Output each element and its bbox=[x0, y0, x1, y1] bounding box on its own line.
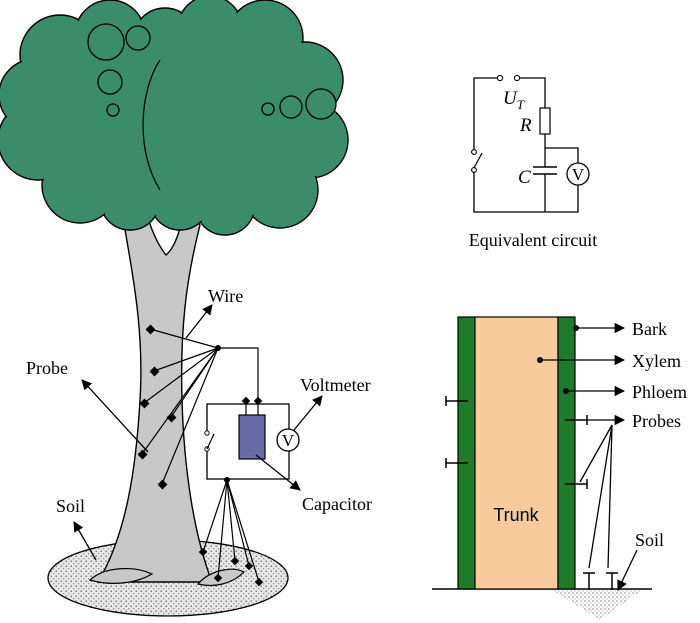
probe-marker bbox=[137, 449, 148, 460]
tree-trunk bbox=[96, 209, 214, 583]
probe-arrow bbox=[81, 379, 149, 453]
switch-lever bbox=[206, 433, 215, 450]
probes-line bbox=[579, 424, 613, 483]
wire-junction bbox=[215, 345, 221, 351]
root-left bbox=[88, 568, 154, 584]
wire-label: Wire bbox=[208, 286, 243, 306]
foliage-highlights bbox=[87, 23, 337, 120]
soil-probes-section bbox=[583, 572, 618, 590]
resistor-label: R bbox=[519, 115, 532, 136]
probe-marker bbox=[149, 366, 160, 377]
left-probes bbox=[445, 396, 468, 468]
switch-contact bbox=[471, 167, 477, 173]
crown-divider bbox=[142, 59, 161, 191]
probe-marker bbox=[166, 412, 177, 423]
capacitor-block[interactable] bbox=[238, 414, 266, 460]
probe-marker bbox=[157, 479, 168, 490]
ut-label: UT bbox=[503, 88, 525, 112]
probes-line bbox=[607, 424, 613, 569]
switch-lever bbox=[473, 152, 483, 169]
tree-diagram: V Wire Probe Voltmeter Capacitor Soil bbox=[0, 0, 372, 617]
switch-contact bbox=[204, 430, 210, 436]
circuit-caption: Equivalent circuit bbox=[469, 230, 597, 250]
trunk-probes bbox=[137, 324, 177, 490]
phloem-label: Phloem bbox=[632, 382, 687, 402]
section-soil-label: Soil bbox=[635, 530, 664, 550]
phloem-left bbox=[457, 316, 476, 590]
circuit-voltmeter-symbol: V bbox=[572, 165, 585, 184]
cross-section: Trunk bbox=[432, 316, 687, 620]
probe-label: Probe bbox=[26, 358, 68, 378]
probes-line bbox=[588, 424, 613, 569]
capacitor-arrow bbox=[255, 454, 301, 491]
trunk-label: Trunk bbox=[493, 505, 539, 525]
equivalent-circuit: V UT R C Equivalent circuit bbox=[469, 74, 597, 250]
voltmeter-arrow bbox=[293, 395, 323, 431]
probes-label: Probes bbox=[632, 411, 681, 431]
resistor bbox=[539, 107, 551, 135]
terminal bbox=[496, 74, 504, 82]
xylem-label: Xylem bbox=[632, 351, 681, 371]
soil-wires bbox=[202, 479, 260, 583]
bark-label: Bark bbox=[632, 319, 667, 339]
voltmeter-label: Voltmeter bbox=[300, 375, 371, 395]
terminal bbox=[513, 74, 521, 82]
switch-gap bbox=[204, 432, 210, 450]
xylem-core bbox=[474, 316, 559, 590]
capacitor-label-circuit: C bbox=[518, 167, 531, 188]
section-soil-arrow bbox=[617, 549, 638, 591]
voltmeter-dial[interactable] bbox=[276, 428, 300, 452]
switch-contact bbox=[471, 149, 477, 155]
soil-arrow bbox=[73, 521, 97, 561]
probe-marker bbox=[254, 577, 264, 587]
phloem-right bbox=[557, 316, 576, 590]
soil-label: Soil bbox=[56, 496, 85, 516]
capacitor-label: Capacitor bbox=[302, 494, 372, 514]
circuit-voltmeter bbox=[566, 162, 590, 186]
trunk-wires bbox=[141, 328, 259, 485]
voltmeter-symbol: V bbox=[282, 431, 295, 450]
wire-arrow bbox=[185, 304, 213, 339]
section-soil bbox=[552, 590, 642, 620]
